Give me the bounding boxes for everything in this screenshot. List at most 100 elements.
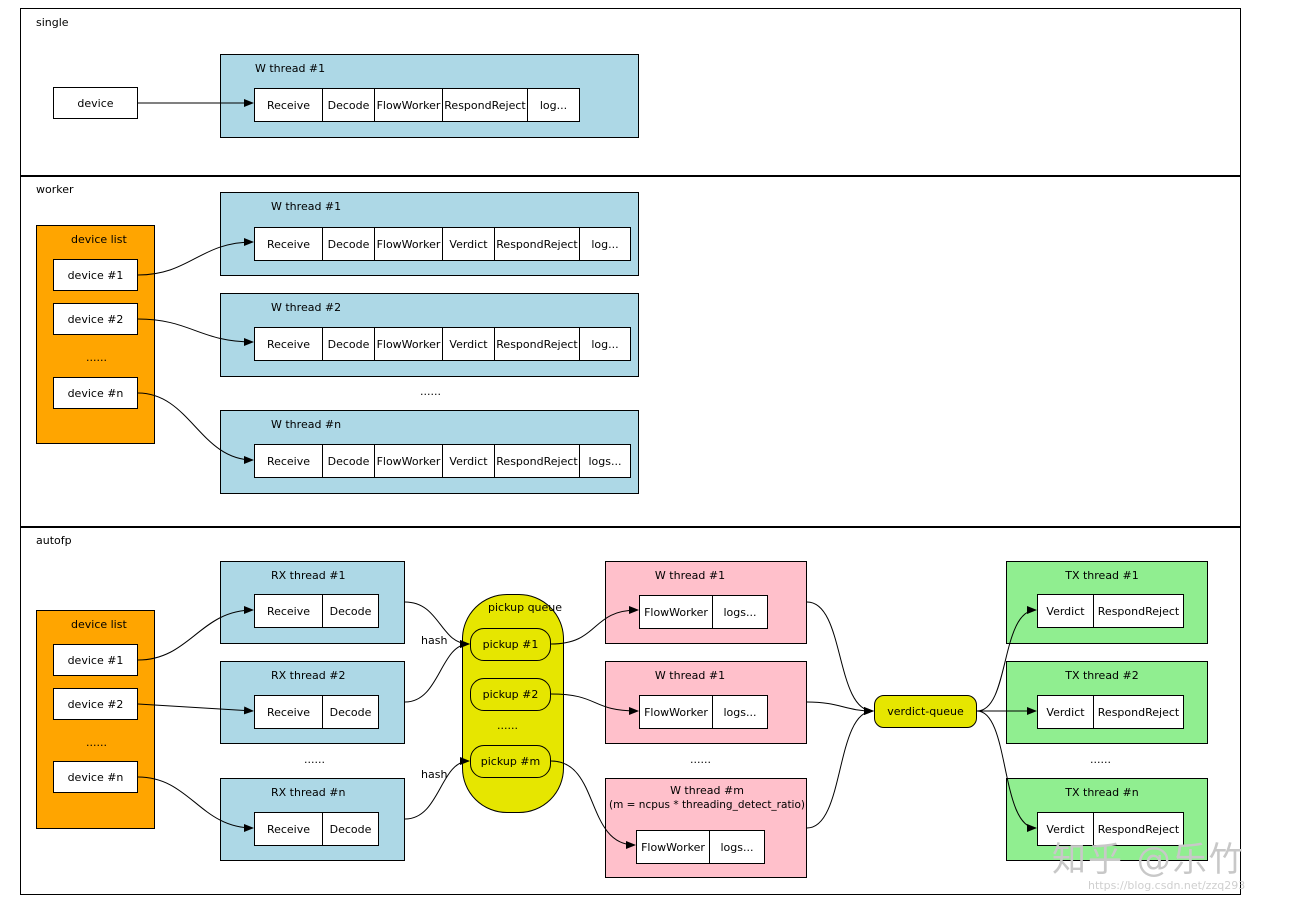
stage-box: Receive [254, 327, 322, 361]
section-label: single [36, 16, 69, 29]
watermark-text: 知乎 @乐竹 [1052, 840, 1245, 880]
stage-box: logs... [712, 695, 768, 729]
stage-row: Receive Decode [254, 594, 379, 628]
stage-box: RespondReject [1093, 812, 1184, 846]
stage-box: log... [527, 88, 580, 122]
tx-thread: TX thread #1 Verdict RespondReject [1006, 561, 1208, 644]
stage-box: Verdict [1037, 594, 1093, 628]
stage-box: FlowWorker [374, 444, 442, 478]
device-item: device #n [53, 377, 138, 409]
stage-box: Decode [322, 812, 379, 846]
stage-box: logs... [579, 444, 631, 478]
verdict-queue: verdict-queue [874, 695, 977, 728]
stage-row: Receive Decode FlowWorker Verdict Respon… [254, 227, 631, 261]
pickup-ellipsis: ...... [497, 719, 518, 732]
thread-title: RX thread #2 [271, 669, 346, 682]
pickup-item: pickup #m [470, 745, 551, 778]
device-list-title: device list [71, 233, 127, 246]
thread-title: W thread #1 [255, 62, 326, 75]
thread-title: W thread #1 [271, 200, 342, 213]
device-item: device #1 [53, 644, 138, 676]
stage-box: Verdict [442, 327, 494, 361]
stage-box: FlowWorker [374, 227, 442, 261]
stage-box: log... [579, 327, 631, 361]
w-thread: W thread #n Receive Decode FlowWorker Ve… [220, 410, 639, 494]
stage-box: FlowWorker [374, 327, 442, 361]
w-thread: W thread #1 FlowWorker logs... [605, 661, 807, 744]
thread-title: TX thread #n [1065, 786, 1139, 799]
stage-box: FlowWorker [639, 695, 712, 729]
thread-title: W thread #1 [654, 569, 726, 582]
thread-title: W thread #2 [271, 301, 342, 314]
stage-box: Receive [254, 227, 322, 261]
w-thread: W thread #1 Receive Decode FlowWorker Re… [220, 54, 639, 138]
rx-ellipsis: ...... [304, 753, 325, 766]
thread-title: W thread #n [271, 418, 342, 431]
device-item: device #1 [53, 259, 138, 291]
w-thread: W thread #1 FlowWorker logs... [605, 561, 807, 644]
rx-thread: RX thread #2 Receive Decode [220, 661, 405, 744]
w-thread: W thread #m (m = ncpus * threading_detec… [605, 778, 807, 878]
stage-box: Verdict [1037, 812, 1093, 846]
stage-row: Receive Decode FlowWorker RespondReject … [254, 88, 580, 122]
tx-ellipsis: ...... [1090, 753, 1111, 766]
device-item: device #2 [53, 688, 138, 720]
stage-box: Receive [254, 695, 322, 729]
stage-box: RespondReject [494, 327, 579, 361]
stage-row: Receive Decode [254, 812, 379, 846]
w-ellipsis: ...... [690, 753, 711, 766]
stage-box: Decode [322, 594, 379, 628]
pickup-item: pickup #2 [470, 678, 551, 711]
rx-thread: RX thread #1 Receive Decode [220, 561, 405, 644]
stage-row: Receive Decode FlowWorker Verdict Respon… [254, 444, 631, 478]
stage-box: Receive [254, 812, 322, 846]
w-thread: W thread #2 Receive Decode FlowWorker Ve… [220, 293, 639, 377]
stage-row: FlowWorker logs... [639, 595, 768, 629]
section-label: worker [36, 183, 74, 196]
stage-box: RespondReject [1093, 695, 1184, 729]
section-label: autofp [36, 534, 72, 547]
thread-title: RX thread #1 [271, 569, 346, 582]
stage-box: Verdict [1037, 695, 1093, 729]
stage-box: FlowWorker [639, 595, 712, 629]
stage-box: RespondReject [442, 88, 527, 122]
device-item: device #2 [53, 303, 138, 335]
thread-title: TX thread #1 [1065, 569, 1139, 582]
stage-box: Decode [322, 444, 374, 478]
stage-box: Decode [322, 695, 379, 729]
thread-subtitle: (m = ncpus * threading_detect_ratio) [609, 799, 805, 811]
stage-row: FlowWorker logs... [636, 830, 765, 864]
stage-box: logs... [709, 830, 765, 864]
tx-thread: TX thread #2 Verdict RespondReject [1006, 661, 1208, 744]
thread-title: W thread #1 [654, 669, 726, 682]
stage-box: logs... [712, 595, 768, 629]
stage-box: Verdict [442, 227, 494, 261]
stage-box: FlowWorker [636, 830, 709, 864]
thread-title: W thread #m [670, 784, 744, 797]
thread-title: RX thread #n [271, 786, 346, 799]
device-ellipsis: ...... [86, 351, 107, 364]
stage-box: Verdict [442, 444, 494, 478]
device-ellipsis: ...... [86, 736, 107, 749]
stage-box: Decode [322, 227, 374, 261]
stage-box: RespondReject [494, 444, 579, 478]
stage-box: Receive [254, 444, 322, 478]
stage-row: FlowWorker logs... [639, 695, 768, 729]
stage-row: Verdict RespondReject [1037, 695, 1184, 729]
hash-label: hash [421, 768, 448, 781]
watermark-url: https://blog.csdn.net/zzq293 [1088, 879, 1246, 892]
hash-label: hash [421, 634, 448, 647]
pickup-item: pickup #1 [470, 628, 551, 661]
stage-box: Decode [322, 88, 374, 122]
stage-box: RespondReject [494, 227, 579, 261]
stage-box: FlowWorker [374, 88, 442, 122]
device-list-title: device list [71, 618, 127, 631]
thread-ellipsis: ...... [420, 385, 441, 398]
stage-box: Decode [322, 327, 374, 361]
stage-row: Verdict RespondReject [1037, 812, 1184, 846]
stage-box: Receive [254, 594, 322, 628]
thread-title: TX thread #2 [1065, 669, 1139, 682]
rx-thread: RX thread #n Receive Decode [220, 778, 405, 861]
device-box: device [53, 87, 138, 119]
stage-row: Receive Decode FlowWorker Verdict Respon… [254, 327, 631, 361]
